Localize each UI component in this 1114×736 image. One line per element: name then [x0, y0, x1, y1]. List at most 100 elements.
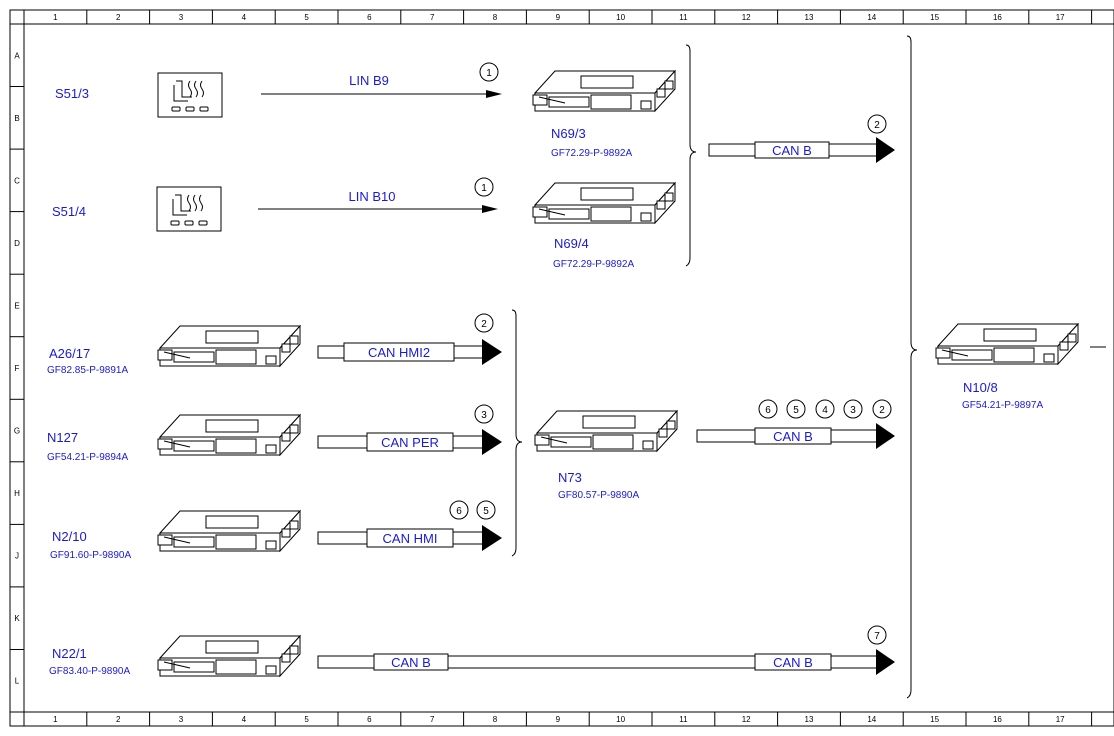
marker-circle [758, 399, 778, 419]
ecu-icon [935, 323, 1079, 365]
marker-circle [474, 177, 494, 197]
marker-number: 2 [874, 120, 880, 131]
ruler-column-label: 16 [993, 715, 1002, 724]
ruler-column-label: 6 [367, 715, 372, 724]
module-id: N69/3 [551, 126, 586, 141]
arrow-head [876, 649, 895, 675]
ruler-column-label: 7 [430, 715, 435, 724]
lin-label: LIN B9 [349, 73, 389, 88]
ruler-frame [9, 9, 1114, 727]
module-ref: GF80.57-P-9890A [558, 490, 639, 501]
marker-circle [474, 404, 494, 424]
marker-number: 5 [483, 506, 489, 517]
ruler-column-label: 13 [805, 13, 814, 22]
marker-circle [867, 625, 887, 645]
module-n69-4: N69/4 GF72.29-P-9892A [532, 182, 676, 270]
brace-n10-8 [906, 35, 918, 699]
module-ref: GF91.60-P-9890A [50, 550, 131, 561]
ruler-column-label: 2 [116, 13, 121, 22]
ecu-icon [534, 410, 678, 452]
ruler-column-label: 4 [242, 715, 247, 724]
module-ref: GF72.29-P-9892A [553, 259, 634, 270]
switch-label: S51/4 [52, 204, 86, 219]
marker-number: 3 [481, 410, 487, 421]
ruler-row-label: G [14, 427, 20, 436]
module-n22-1: N22/1 GF83.40-P-9890A [49, 635, 301, 677]
marker-number: 2 [481, 319, 487, 330]
arrow-head [482, 205, 498, 213]
module-ref: GF54.21-P-9894A [47, 452, 128, 463]
bus-label: CAN B [391, 655, 431, 670]
ruler-column-label: 9 [556, 13, 561, 22]
module-id: N127 [47, 430, 78, 445]
ruler-column-label: 2 [116, 715, 121, 724]
marker-number: 6 [765, 405, 771, 416]
bus-can-b-top: CAN B 2 [708, 114, 895, 163]
bus-can-hmi: CAN HMI 6 5 [317, 500, 502, 551]
module-id: N22/1 [52, 646, 87, 661]
lin-label: LIN B10 [349, 189, 396, 204]
module-n73: N73 GF80.57-P-9890A [534, 410, 678, 501]
arrow-head [482, 429, 502, 455]
marker-number: 1 [486, 68, 492, 79]
module-ref: GF82.85-P-9891A [47, 365, 128, 376]
ruler-column-label: 9 [556, 715, 561, 724]
marker-circle [786, 399, 806, 419]
ruler-column-label: 11 [679, 13, 688, 22]
brace-n69 [685, 44, 697, 267]
ruler-column-label: 10 [616, 13, 625, 22]
ruler-column-label: 1 [53, 715, 58, 724]
switch-label: S51/3 [55, 86, 89, 101]
ecu-icon [157, 635, 301, 677]
ecu-icon [532, 70, 676, 112]
ecu-icon [157, 325, 301, 367]
bus-can-b-bottom: CAN B CAN B 7 [317, 625, 895, 675]
ruler-column-label: 4 [242, 13, 247, 22]
module-id: N69/4 [554, 236, 589, 251]
ecu-icon [157, 414, 301, 456]
arrow-head [876, 137, 895, 163]
module-n127: N127 GF54.21-P-9894A [47, 414, 301, 463]
marker-number: 7 [874, 631, 880, 642]
lin-link-b10: LIN B10 1 [258, 177, 498, 213]
marker-circle [474, 313, 494, 333]
marker-number: 3 [850, 405, 856, 416]
marker-circle [843, 399, 863, 419]
module-id: N10/8 [963, 380, 998, 395]
ruler-column-label: 3 [179, 13, 184, 22]
ruler-row-label: B [14, 114, 19, 123]
bus-can-per: CAN PER 3 [317, 404, 502, 455]
ruler-row-label: L [15, 677, 20, 686]
marker-number: 4 [822, 405, 828, 416]
bus-can-hmi2: CAN HMI2 2 [317, 313, 502, 365]
arrow-head [482, 339, 502, 365]
module-id: N2/10 [52, 529, 87, 544]
ruler-column-label: 5 [304, 715, 309, 724]
arrow-head [482, 525, 502, 551]
ecu-icon [157, 510, 301, 552]
module-ref: GF83.40-P-9890A [49, 666, 130, 677]
marker-number: 6 [456, 506, 462, 517]
seat-heater-icon [157, 72, 223, 118]
switch-s51-4: S51/4 [52, 186, 222, 232]
brace-n73 [511, 309, 523, 557]
ruler-row-label: C [14, 176, 20, 185]
module-id: A26/17 [49, 346, 90, 361]
bus-label: CAN PER [381, 435, 439, 450]
marker-circle [449, 500, 469, 520]
marker-number: 2 [879, 405, 885, 416]
module-a26-17: A26/17 GF82.85-P-9891A [47, 325, 301, 376]
bus-label: CAN B [773, 429, 813, 444]
bus-can-b-middle: CAN B 6 5 4 3 2 [696, 399, 895, 449]
ruler-row-label: D [14, 239, 20, 248]
ruler-row-label: K [14, 614, 20, 623]
module-n10-8: N10/8 GF54.21-P-9897A [935, 323, 1106, 411]
ruler-column-label: 17 [1056, 715, 1065, 724]
ruler-column-label: 8 [493, 13, 498, 22]
ruler-column-label: 10 [616, 715, 625, 724]
seat-heater-icon [156, 186, 222, 232]
marker-circle [815, 399, 835, 419]
